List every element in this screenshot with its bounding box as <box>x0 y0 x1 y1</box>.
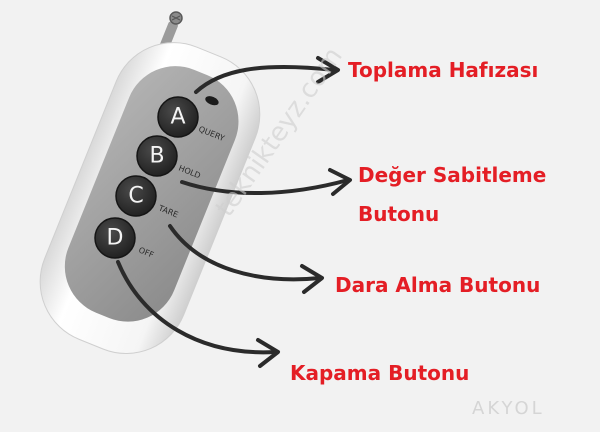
led-indicator <box>205 96 219 106</box>
arrow-summation <box>194 64 336 94</box>
remote-button-face[interactable] <box>136 135 178 177</box>
arrow-tare <box>168 224 322 282</box>
remote-button-letter: C <box>128 184 143 209</box>
remote-button-letter: B <box>149 144 164 169</box>
arrow-hold-head <box>328 168 352 196</box>
remote-button-face[interactable] <box>157 96 199 138</box>
arrow-tare-head <box>300 264 324 294</box>
label-value-hold-line2: Butonu <box>358 202 440 226</box>
remote-button-letter: D <box>107 226 124 251</box>
remote-button-face[interactable] <box>115 175 157 217</box>
arrow-hold <box>180 178 350 195</box>
remote-button-letter: A <box>170 105 185 130</box>
label-off: Kapama Butonu <box>290 361 470 385</box>
remote-button-face[interactable] <box>94 217 136 259</box>
antenna <box>160 11 183 49</box>
arrow-off <box>116 260 277 355</box>
label-summation-memory: Toplama Hafızası <box>348 58 539 82</box>
label-value-hold-line1: Değer Sabitleme <box>358 163 547 187</box>
arrow-group <box>116 56 352 368</box>
arrow-off-head <box>256 338 280 368</box>
arrow-summation-head <box>316 56 340 84</box>
watermark-corner: AKYOL <box>472 398 545 419</box>
label-tare: Dara Alma Butonu <box>335 273 541 297</box>
